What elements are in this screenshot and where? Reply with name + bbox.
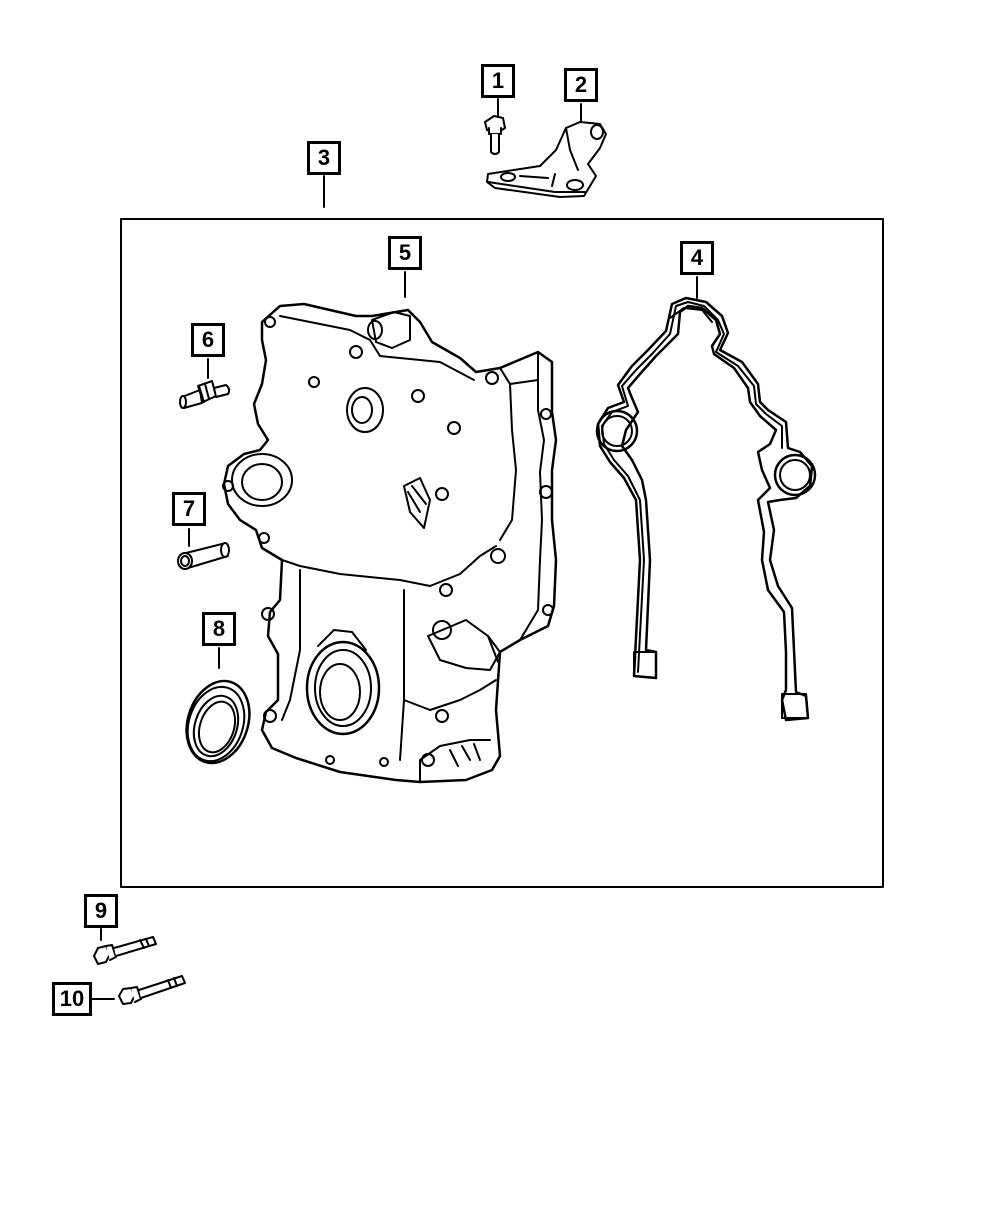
callout-1[interactable]: 1: [481, 64, 515, 98]
callout-8[interactable]: 8: [202, 612, 236, 646]
callout-10-label: 10: [59, 986, 85, 1011]
gasket-part-4[interactable]: [595, 296, 817, 722]
callout-2-label: 2: [574, 72, 588, 97]
callout-4[interactable]: 4: [680, 241, 714, 275]
callout-5[interactable]: 5: [388, 236, 422, 270]
callout-10[interactable]: 10: [52, 982, 92, 1016]
bracket-part-2[interactable]: [486, 121, 607, 198]
callout-4-label: 4: [690, 245, 704, 270]
callout-7-label: 7: [182, 496, 196, 521]
bolt-part-10[interactable]: [118, 975, 186, 1005]
bolt-part-1[interactable]: [484, 115, 506, 155]
callout-7[interactable]: 7: [172, 492, 206, 526]
callout-5-label: 5: [398, 240, 412, 265]
kit-group-frame: [120, 218, 884, 888]
dowel-pin-part-7[interactable]: [177, 542, 230, 570]
callout-6[interactable]: 6: [191, 323, 225, 357]
crankshaft-seal-part-8[interactable]: [176, 673, 259, 771]
callout-6-label: 6: [201, 327, 215, 352]
callout-9[interactable]: 9: [84, 894, 118, 928]
callout-8-label: 8: [212, 616, 226, 641]
callout-2[interactable]: 2: [564, 68, 598, 102]
callout-3-label: 3: [317, 145, 331, 170]
callout-9-label: 9: [94, 898, 108, 923]
leader-lines: [91, 98, 698, 1000]
callout-3[interactable]: 3: [307, 141, 341, 175]
bolt-part-9[interactable]: [93, 936, 157, 965]
callout-1-label: 1: [491, 68, 505, 93]
stud-part-6[interactable]: [179, 380, 231, 409]
timing-cover-part-5[interactable]: [222, 302, 558, 784]
